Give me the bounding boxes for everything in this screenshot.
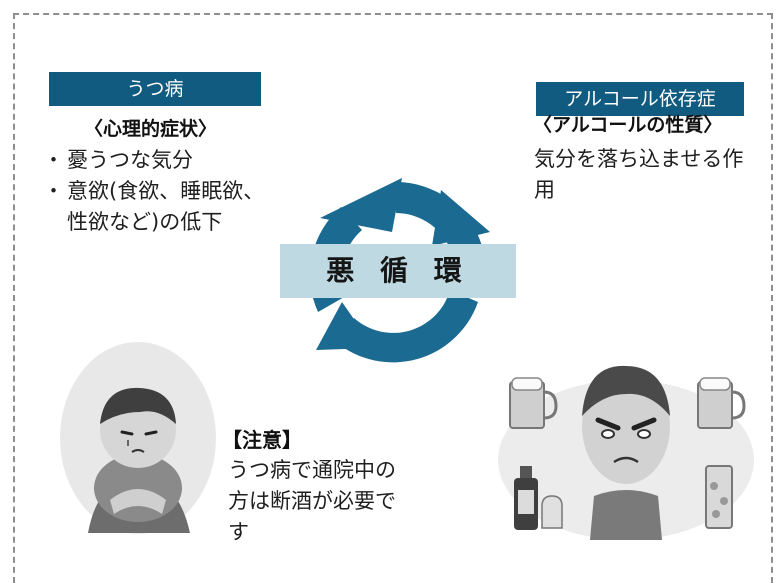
- alcohol-dependence-tag: アルコール依存症: [536, 82, 744, 116]
- dashed-frame: [13, 13, 773, 583]
- person-hugging-knees-illustration: [60, 342, 216, 534]
- caution-heading: 【注意】: [222, 428, 302, 452]
- caution-text: うつ病で通院中の方は断酒が必要です: [228, 458, 396, 544]
- psychological-symptoms-heading: 〈心理的症状〉: [84, 118, 218, 140]
- alcohol-properties-heading: 〈アルコールの性質〉: [533, 114, 723, 136]
- symptom-item: 意欲(食欲、睡眠欲、性欲など)の低下: [43, 176, 285, 238]
- vicious-cycle-label: 悪 循 環: [280, 244, 516, 298]
- angry-man-with-alcohol-drinks-illustration: [498, 365, 754, 540]
- symptom-list: 憂うつな気分 意欲(食欲、睡眠欲、性欲など)の低下: [43, 145, 285, 238]
- depression-tag: うつ病: [49, 72, 261, 106]
- alcohol-effect-text: 気分を落ち込ませる作用: [534, 147, 744, 202]
- symptom-item: 憂うつな気分: [43, 145, 285, 176]
